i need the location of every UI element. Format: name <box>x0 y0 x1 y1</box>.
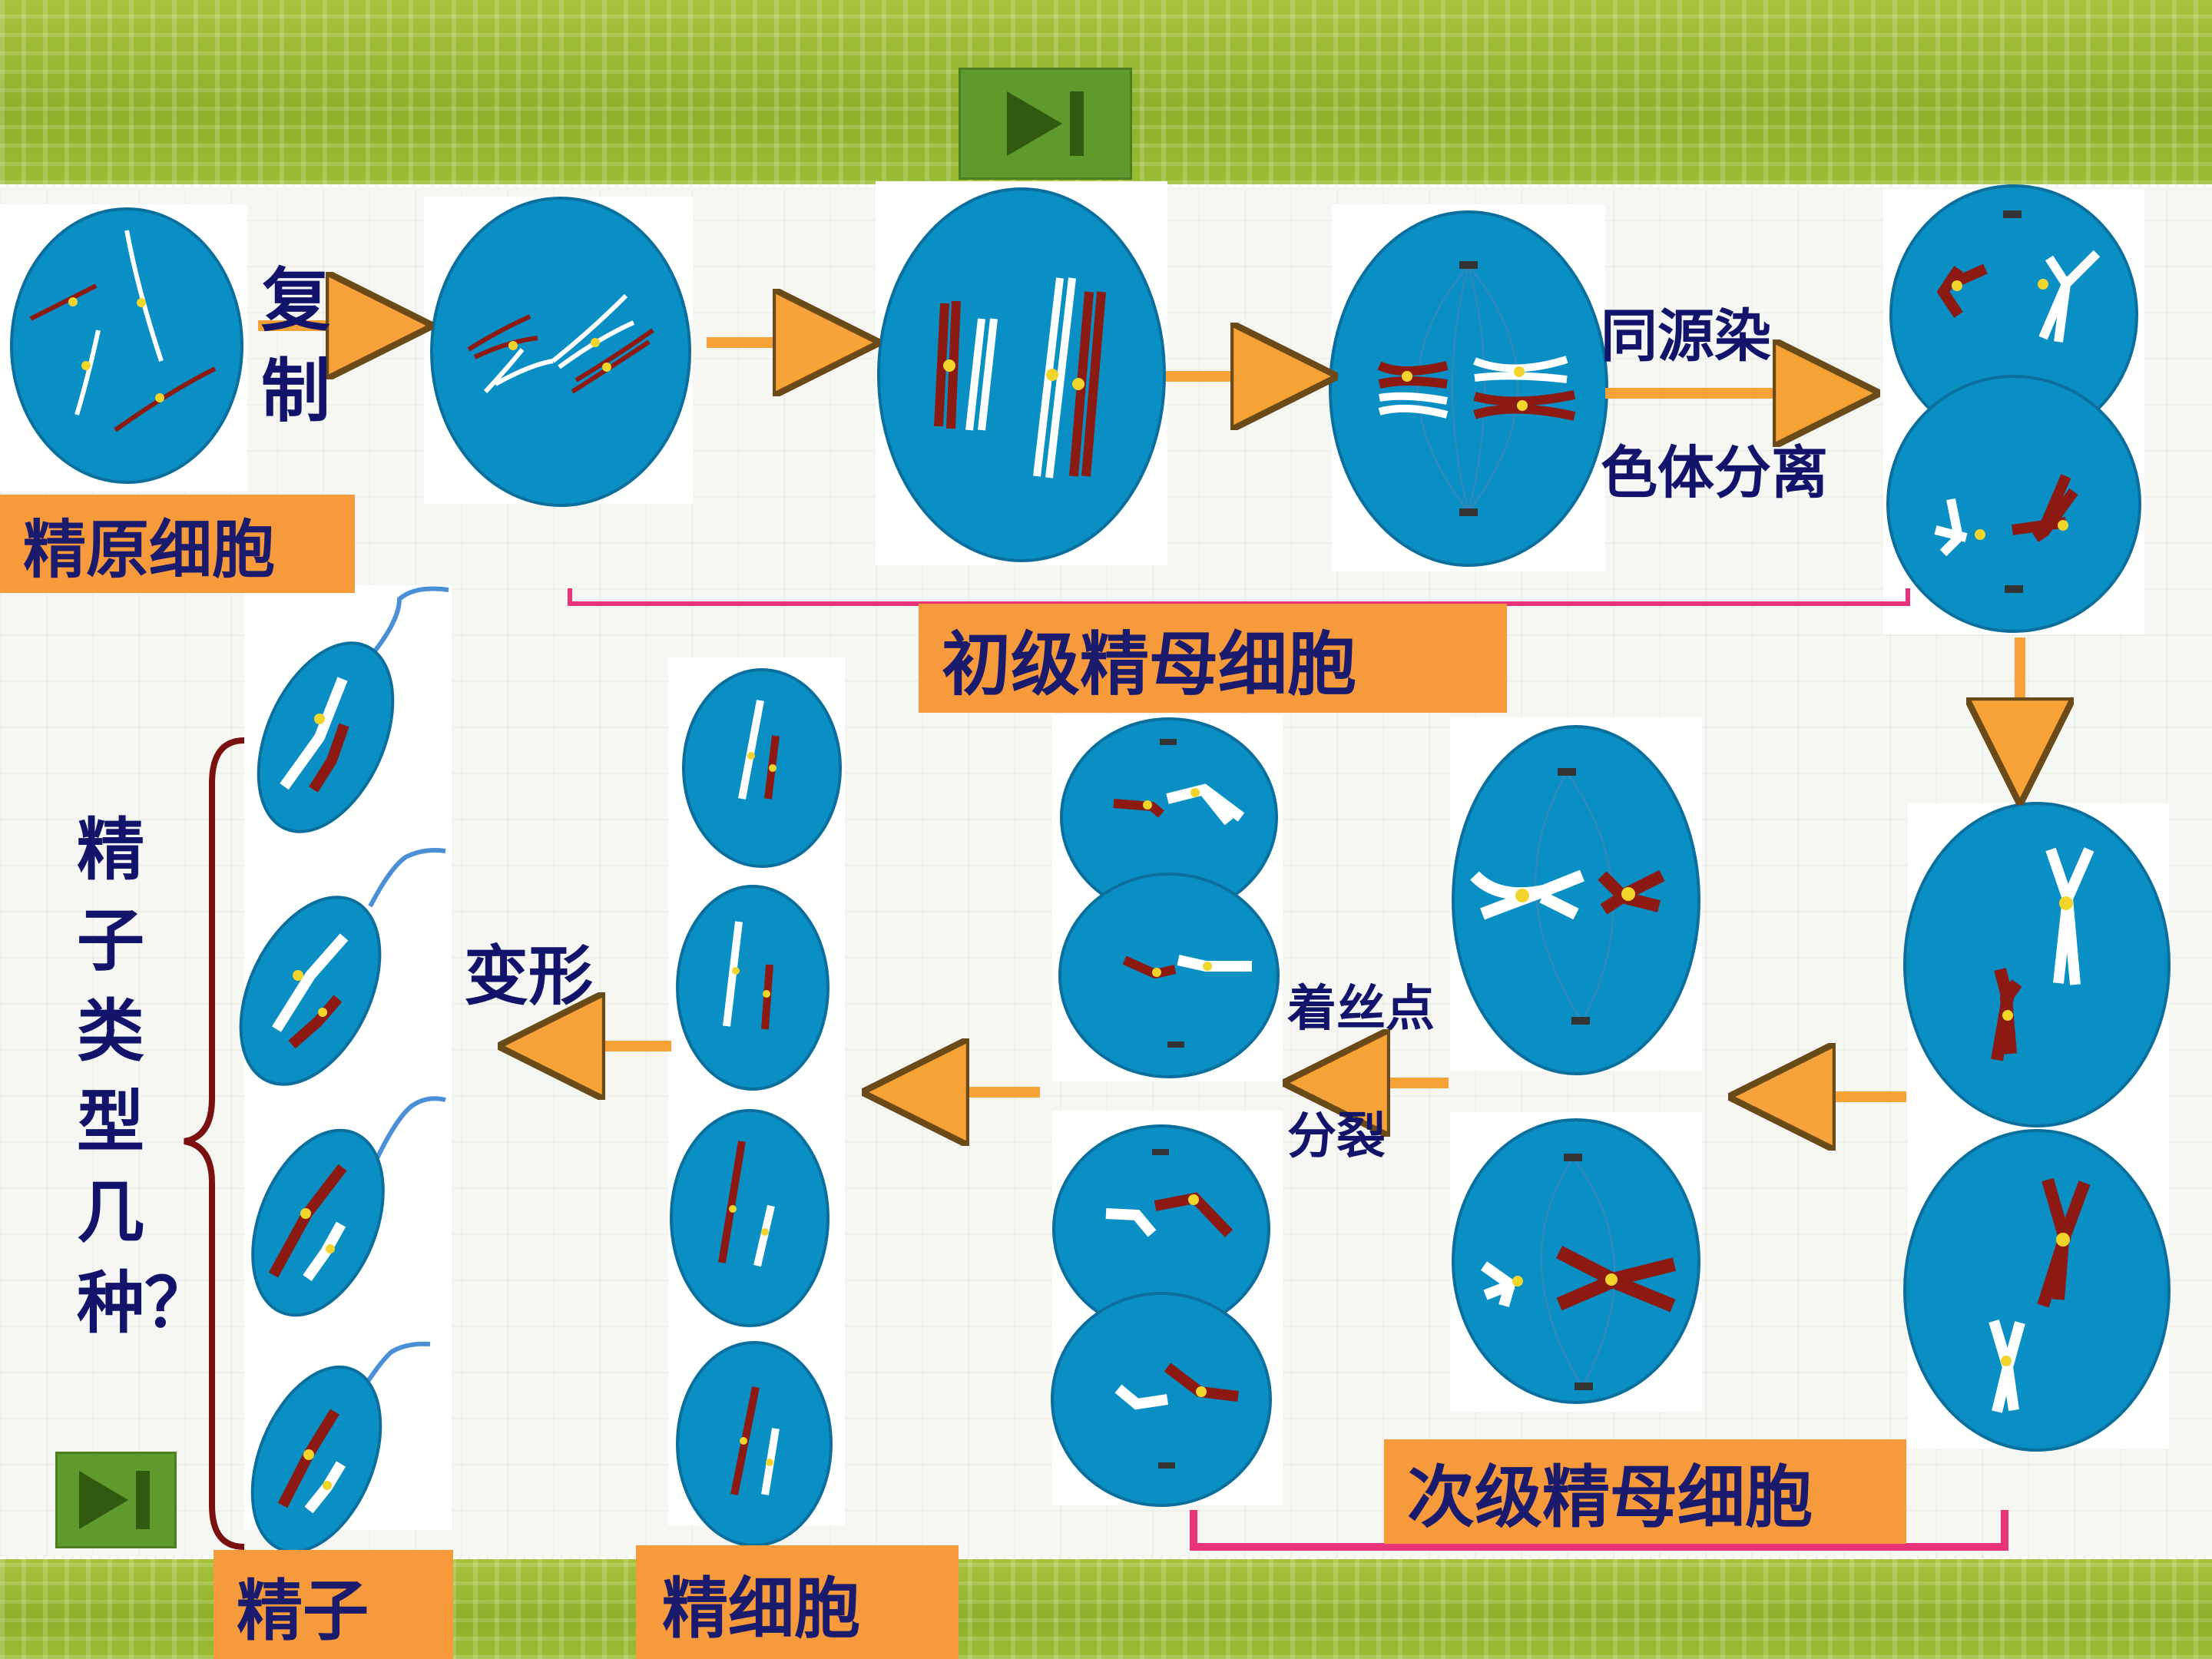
chromosome <box>114 366 217 432</box>
spermatid-1 <box>682 668 842 868</box>
cell-spermatogonium <box>10 207 243 484</box>
sperm-tail <box>365 1341 431 1384</box>
next-step-button-bottom[interactable] <box>55 1452 177 1548</box>
cell-metaphase-2-bottom <box>1452 1118 1700 1404</box>
cell-body <box>1903 1129 2171 1452</box>
sperm-2 <box>239 848 446 1086</box>
bottom-dash-line <box>0 1556 2212 1559</box>
centromere <box>155 393 164 402</box>
process-replication-line1: 复 <box>261 260 330 341</box>
label-spermatogonium: 精原细胞 <box>0 495 355 593</box>
centromere <box>81 361 91 370</box>
cell-secondary-bottom <box>1903 1129 2171 1452</box>
sperm-tail <box>365 586 449 662</box>
cell-metaphase-1 <box>1329 210 1608 567</box>
cell-body <box>676 1341 833 1547</box>
process-centromere-line2: 分裂 <box>1287 1108 1386 1165</box>
cell-metaphase-2-top <box>1452 725 1700 1075</box>
cell-anaphase-2-top <box>1058 717 1280 1078</box>
cell-secondary-top <box>1903 802 2171 1128</box>
chromosome <box>29 283 98 321</box>
sperm-head <box>239 896 382 1086</box>
sperm-tail <box>374 1096 446 1161</box>
cell-body <box>1903 802 2171 1128</box>
process-transform: 变形 <box>464 939 594 1014</box>
cell-body <box>1452 725 1700 1075</box>
label-secondary-spermatocyte: 次级精母细胞 <box>1384 1439 1906 1544</box>
cell-body <box>682 668 842 868</box>
cell-body <box>10 207 243 484</box>
brace-sperm-types <box>184 737 245 1550</box>
cell-prophase-1 <box>877 187 1166 562</box>
cell-anaphase-2-bottom <box>1051 1124 1272 1507</box>
cell-replicated <box>430 197 691 507</box>
cell-body <box>676 885 830 1091</box>
label-sperm: 精子 <box>214 1550 453 1659</box>
play-next-icon <box>79 1471 150 1529</box>
cell-body <box>877 187 1166 562</box>
cell-body <box>670 1109 830 1327</box>
cell-body <box>430 197 691 507</box>
flow-arrows <box>258 326 2020 1097</box>
process-replication-line2: 制 <box>261 351 330 432</box>
sperm-head <box>250 1365 382 1554</box>
bracket-secondary <box>1190 1510 2008 1551</box>
sperm-head <box>257 641 395 833</box>
spermatid-3 <box>670 1109 830 1327</box>
sperm-4 <box>250 1341 431 1554</box>
play-next-icon <box>1007 91 1084 156</box>
chromosome <box>75 329 101 416</box>
cell-body <box>1886 375 2141 633</box>
sperm-3 <box>251 1096 446 1317</box>
cell-anaphase-1 <box>1886 184 2141 633</box>
sperm-head <box>251 1128 385 1317</box>
question-sperm-types: 精 子 类 型 几 种？ <box>77 810 213 1343</box>
process-centromere-line1: 着丝点 <box>1287 981 1435 1038</box>
centromere <box>137 298 146 307</box>
bracket-primary <box>568 588 1910 606</box>
spermatid-2 <box>676 885 830 1091</box>
next-step-button-top[interactable] <box>959 68 1132 180</box>
label-primary-spermatocyte: 初级精母细胞 <box>919 604 1507 713</box>
label-spermatid: 精细胞 <box>636 1545 959 1659</box>
process-homolog-line2: 色体分离 <box>1601 440 1828 506</box>
sperm-1 <box>257 586 449 833</box>
sperm-tail <box>368 848 446 908</box>
chromosome <box>124 230 164 362</box>
centromere <box>68 297 78 306</box>
process-homolog-line1: 同源染 <box>1601 303 1771 369</box>
spermatid-4 <box>676 1341 833 1547</box>
